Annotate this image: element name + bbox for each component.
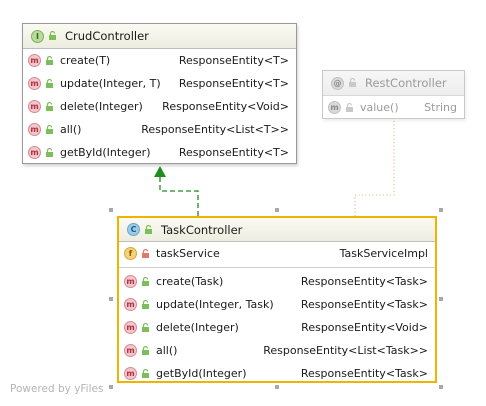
method-name: delete(Integer) xyxy=(156,321,239,334)
method-icon: m xyxy=(28,123,41,136)
method-icon: m xyxy=(124,298,137,311)
return-type: ResponseEntity<Task> xyxy=(300,367,428,380)
class-icon: C xyxy=(127,223,140,236)
resize-handle-e[interactable] xyxy=(439,297,443,301)
public-visibility-icon xyxy=(45,147,54,158)
method-icon: m xyxy=(124,344,137,357)
method-row[interactable]: m delete(Integer) ResponseEntity<Void> xyxy=(23,95,296,118)
method-icon: m xyxy=(328,101,341,114)
method-icon: m xyxy=(28,146,41,159)
return-type: ResponseEntity<T> xyxy=(178,77,289,90)
return-type: ResponseEntity<List<Task>> xyxy=(263,344,428,357)
annotation-edge xyxy=(354,119,395,216)
public-visibility-icon xyxy=(141,345,150,356)
crud-controller-title: CrudController xyxy=(65,29,149,43)
resize-handle-se[interactable] xyxy=(439,385,443,389)
return-type: ResponseEntity<Task> xyxy=(300,275,428,288)
resize-handle-n[interactable] xyxy=(275,208,279,212)
task-controller-title: TaskController xyxy=(161,222,243,237)
rest-controller-title: RestController xyxy=(365,76,447,90)
annotation-type-icon: @ xyxy=(331,76,344,90)
method-name: create(T) xyxy=(60,54,111,67)
public-visibility-icon xyxy=(144,224,153,235)
method-icon: m xyxy=(124,275,137,288)
method-row[interactable]: m value() String xyxy=(323,96,464,119)
method-name: all() xyxy=(156,344,178,357)
method-icon: m xyxy=(28,100,41,113)
public-visibility-icon xyxy=(48,31,57,41)
method-row[interactable]: m getById(Integer) ResponseEntity<T> xyxy=(23,141,296,164)
return-type: ResponseEntity<T> xyxy=(178,54,289,67)
task-controller-node[interactable]: C TaskController f taskService TaskService… xyxy=(117,216,437,383)
return-type: String xyxy=(424,101,457,114)
return-type: ResponseEntity<Void> xyxy=(162,100,289,113)
method-name: update(Integer, T) xyxy=(60,77,161,90)
rest-controller-node[interactable]: @ RestController m value() String xyxy=(322,70,465,119)
method-row[interactable]: m getById(Integer) ResponseEntity<Task> xyxy=(119,362,435,385)
method-icon: m xyxy=(124,321,137,334)
resize-handle-ne[interactable] xyxy=(439,208,443,212)
public-visibility-icon xyxy=(141,276,150,287)
public-visibility-icon xyxy=(345,102,354,113)
crud-controller-header[interactable]: I CrudController xyxy=(23,24,296,49)
return-type: ResponseEntity<Task> xyxy=(300,298,428,311)
method-name: create(Task) xyxy=(156,275,224,288)
resize-handle-s[interactable] xyxy=(275,385,279,389)
field-type: TaskServiceImpl xyxy=(339,247,428,260)
public-visibility-icon xyxy=(45,55,54,66)
method-name: getById(Integer) xyxy=(156,367,247,380)
resize-handle-nw[interactable] xyxy=(109,208,113,212)
method-row[interactable]: m all() ResponseEntity<List<Task>> xyxy=(119,339,435,362)
method-name: getById(Integer) xyxy=(60,146,151,159)
method-row[interactable]: m all() ResponseEntity<List<T>> xyxy=(23,118,296,141)
public-visibility-icon xyxy=(141,368,150,379)
public-visibility-icon xyxy=(45,78,54,89)
method-name: value() xyxy=(360,101,399,114)
public-visibility-icon xyxy=(141,299,150,310)
public-visibility-icon xyxy=(141,322,150,333)
method-icon: m xyxy=(28,77,41,90)
method-icon: m xyxy=(124,367,137,380)
return-type: ResponseEntity<T> xyxy=(178,146,289,159)
method-row[interactable]: m create(Task) ResponseEntity<Task> xyxy=(119,270,435,293)
watermark: Powered by yFiles xyxy=(10,383,104,395)
method-row[interactable]: m delete(Integer) ResponseEntity<Void> xyxy=(119,316,435,339)
method-row[interactable]: m create(T) ResponseEntity<T> xyxy=(23,49,296,72)
field-row[interactable]: f taskService TaskServiceImpl xyxy=(119,242,435,265)
public-visibility-icon xyxy=(348,78,357,88)
interface-icon: I xyxy=(31,29,44,43)
public-visibility-icon xyxy=(45,101,54,112)
crud-controller-node[interactable]: I CrudController m create(T) ResponseEntit… xyxy=(22,23,297,164)
field-icon: f xyxy=(124,247,137,260)
rest-controller-header[interactable]: @ RestController xyxy=(323,71,464,96)
return-type: ResponseEntity<Void> xyxy=(301,321,428,334)
resize-handle-w[interactable] xyxy=(109,297,113,301)
method-name: delete(Integer) xyxy=(60,100,143,113)
method-row[interactable]: m update(Integer, T) ResponseEntity<T> xyxy=(23,72,296,95)
method-name: update(Integer, Task) xyxy=(156,298,274,311)
method-row[interactable]: m update(Integer, Task) ResponseEntity<Tas… xyxy=(119,293,435,316)
method-icon: m xyxy=(28,54,41,67)
public-visibility-icon xyxy=(45,124,54,135)
return-type: ResponseEntity<List<T>> xyxy=(141,123,289,136)
resize-handle-sw[interactable] xyxy=(109,385,113,389)
field-name: taskService xyxy=(156,247,220,260)
implements-edge xyxy=(154,166,199,216)
private-visibility-icon xyxy=(141,248,150,259)
method-name: all() xyxy=(60,123,82,136)
members-separator xyxy=(119,267,435,268)
task-controller-header[interactable]: C TaskController xyxy=(119,218,435,242)
